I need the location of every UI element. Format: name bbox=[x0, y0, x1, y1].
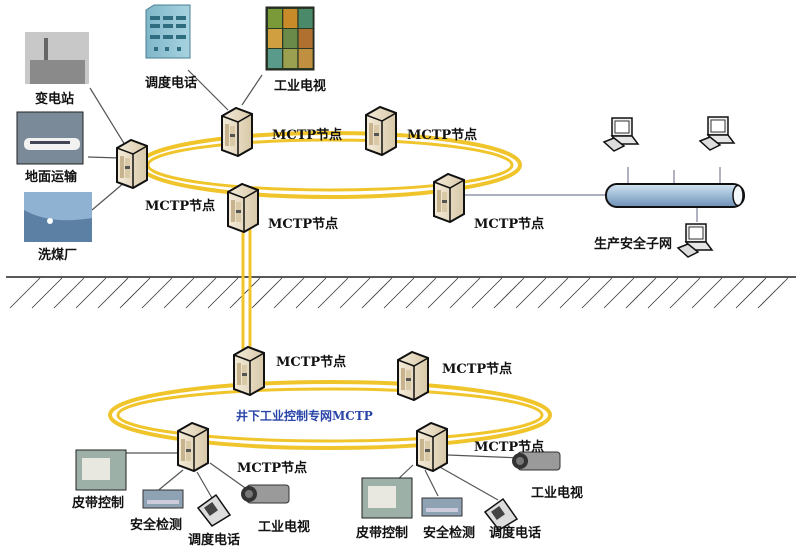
ground-hatch-line bbox=[273, 277, 305, 309]
ground-hatch-line bbox=[471, 277, 503, 309]
camera-icon-right bbox=[512, 451, 561, 471]
ground-hatch-line bbox=[713, 277, 745, 309]
ground-hatch-line bbox=[405, 277, 437, 309]
video-tile bbox=[268, 49, 282, 68]
dispatch-building-icon bbox=[145, 4, 191, 59]
ground-hatch-line bbox=[493, 277, 525, 309]
label-industrial-tv-right: 工业电视 bbox=[531, 486, 584, 501]
server-surface-top-right[interactable] bbox=[365, 106, 397, 156]
underground-ring bbox=[108, 380, 552, 450]
ground-hatch-line bbox=[9, 277, 41, 309]
server-underground-left[interactable] bbox=[177, 422, 209, 472]
safety-monitor-icon-right bbox=[421, 497, 463, 517]
label-industrial-tv-surface: 工业电视 bbox=[274, 79, 327, 94]
telephone-icon-right bbox=[483, 497, 519, 531]
belt-control-photo-left bbox=[75, 449, 127, 491]
workstation-icon-3[interactable] bbox=[677, 223, 713, 258]
substation-photo bbox=[25, 32, 89, 84]
label-ground-transport: 地面运输 bbox=[25, 170, 78, 185]
label-coal-washing: 洗煤厂 bbox=[38, 248, 78, 263]
ground-hatch-line bbox=[229, 277, 261, 309]
ground-hatch-line bbox=[383, 277, 415, 309]
server-surface-left[interactable] bbox=[116, 139, 148, 189]
video-tile bbox=[298, 49, 313, 68]
label-safety-monitor-right: 安全检测 bbox=[423, 526, 476, 541]
server-surface-bottom[interactable] bbox=[227, 183, 259, 233]
ground-hatch-line bbox=[361, 277, 393, 309]
label-production-safety-subnet: 生产安全子网 bbox=[594, 237, 673, 252]
label-industrial-tv-left: 工业电视 bbox=[258, 520, 311, 535]
ground-hatch-line bbox=[427, 277, 459, 309]
ground-hatch-line bbox=[75, 277, 107, 309]
ground-hatch-line bbox=[53, 277, 85, 309]
ground-hatch-line bbox=[647, 277, 679, 309]
label-dispatch-phone-right: 调度电话 bbox=[489, 526, 542, 541]
camera-icon-left bbox=[241, 484, 290, 504]
safety-monitor-icon-left bbox=[142, 489, 184, 509]
ground-transport-photo bbox=[16, 111, 84, 165]
label-substation: 变电站 bbox=[35, 92, 75, 107]
telephone-icon-left bbox=[196, 493, 232, 527]
server-underground-right[interactable] bbox=[416, 422, 448, 472]
label-node-top-right: MCTP节点 bbox=[407, 128, 478, 143]
label-underground-ring: 井下工业控制专网MCTP bbox=[236, 409, 373, 423]
video-tile bbox=[298, 29, 313, 48]
device-links bbox=[87, 69, 721, 501]
ground-hatch-line bbox=[317, 277, 349, 309]
label-underground-node-right: MCTP节点 bbox=[474, 440, 545, 455]
ground-surface bbox=[6, 276, 796, 309]
ground-hatch-line bbox=[559, 277, 591, 309]
subnet-bus-pipe bbox=[605, 183, 745, 208]
video-tile bbox=[283, 9, 298, 28]
ground-hatch-line bbox=[339, 277, 371, 309]
ground-hatch-line bbox=[251, 277, 283, 309]
ground-hatch-line bbox=[603, 277, 635, 309]
video-tile bbox=[283, 49, 298, 68]
ground-hatch-line bbox=[295, 277, 327, 309]
label-dispatch-phone-left: 调度电话 bbox=[188, 533, 241, 548]
ground-hatch-line bbox=[537, 277, 569, 309]
video-tile bbox=[268, 9, 282, 28]
workstation-icon-2[interactable] bbox=[699, 116, 735, 151]
coal-washing-photo bbox=[24, 192, 92, 242]
ground-hatch-line bbox=[31, 277, 63, 309]
server-underground-top-left[interactable] bbox=[233, 346, 265, 396]
ground-hatch-line bbox=[581, 277, 613, 309]
label-underground-node-top-left: MCTP节点 bbox=[276, 355, 347, 370]
label-node-left: MCTP节点 bbox=[145, 199, 216, 214]
label-node-right: MCTP节点 bbox=[474, 217, 545, 232]
ground-hatch-line bbox=[691, 277, 723, 309]
ground-hatch-line bbox=[119, 277, 151, 309]
label-belt-control-right: 皮带控制 bbox=[356, 526, 409, 541]
ground-hatch-line bbox=[207, 277, 239, 309]
label-node-top-left: MCTP节点 bbox=[272, 128, 343, 143]
shaft-link bbox=[241, 215, 252, 352]
server-surface-top-left[interactable] bbox=[221, 107, 253, 157]
ground-hatch-line bbox=[163, 277, 195, 309]
video-tile bbox=[283, 29, 298, 48]
video-wall-icon bbox=[265, 6, 315, 71]
ground-hatch-line bbox=[625, 277, 657, 309]
ground-hatch-line bbox=[757, 277, 789, 309]
ground-hatch-line bbox=[97, 277, 129, 309]
label-belt-control-left: 皮带控制 bbox=[72, 496, 125, 511]
label-safety-monitor-left: 安全检测 bbox=[130, 518, 183, 533]
ground-hatch-line bbox=[735, 277, 767, 309]
video-tile bbox=[268, 29, 282, 48]
label-node-bottom: MCTP节点 bbox=[268, 217, 339, 232]
label-underground-node-left: MCTP节点 bbox=[237, 461, 308, 476]
ground-hatch-line bbox=[141, 277, 173, 309]
workstation-icon-1[interactable] bbox=[603, 117, 639, 152]
video-tile bbox=[298, 9, 313, 28]
ground-hatch-line bbox=[669, 277, 701, 309]
ground-hatch-line bbox=[185, 277, 217, 309]
label-underground-node-top-right: MCTP节点 bbox=[442, 362, 513, 377]
ground-hatch-line bbox=[449, 277, 481, 309]
ground-hatch-line bbox=[515, 277, 547, 309]
belt-control-photo-right bbox=[361, 477, 413, 519]
server-underground-top-right[interactable] bbox=[397, 351, 429, 401]
server-surface-right[interactable] bbox=[433, 173, 465, 223]
label-dispatch-phone-surface: 调度电话 bbox=[145, 76, 198, 91]
